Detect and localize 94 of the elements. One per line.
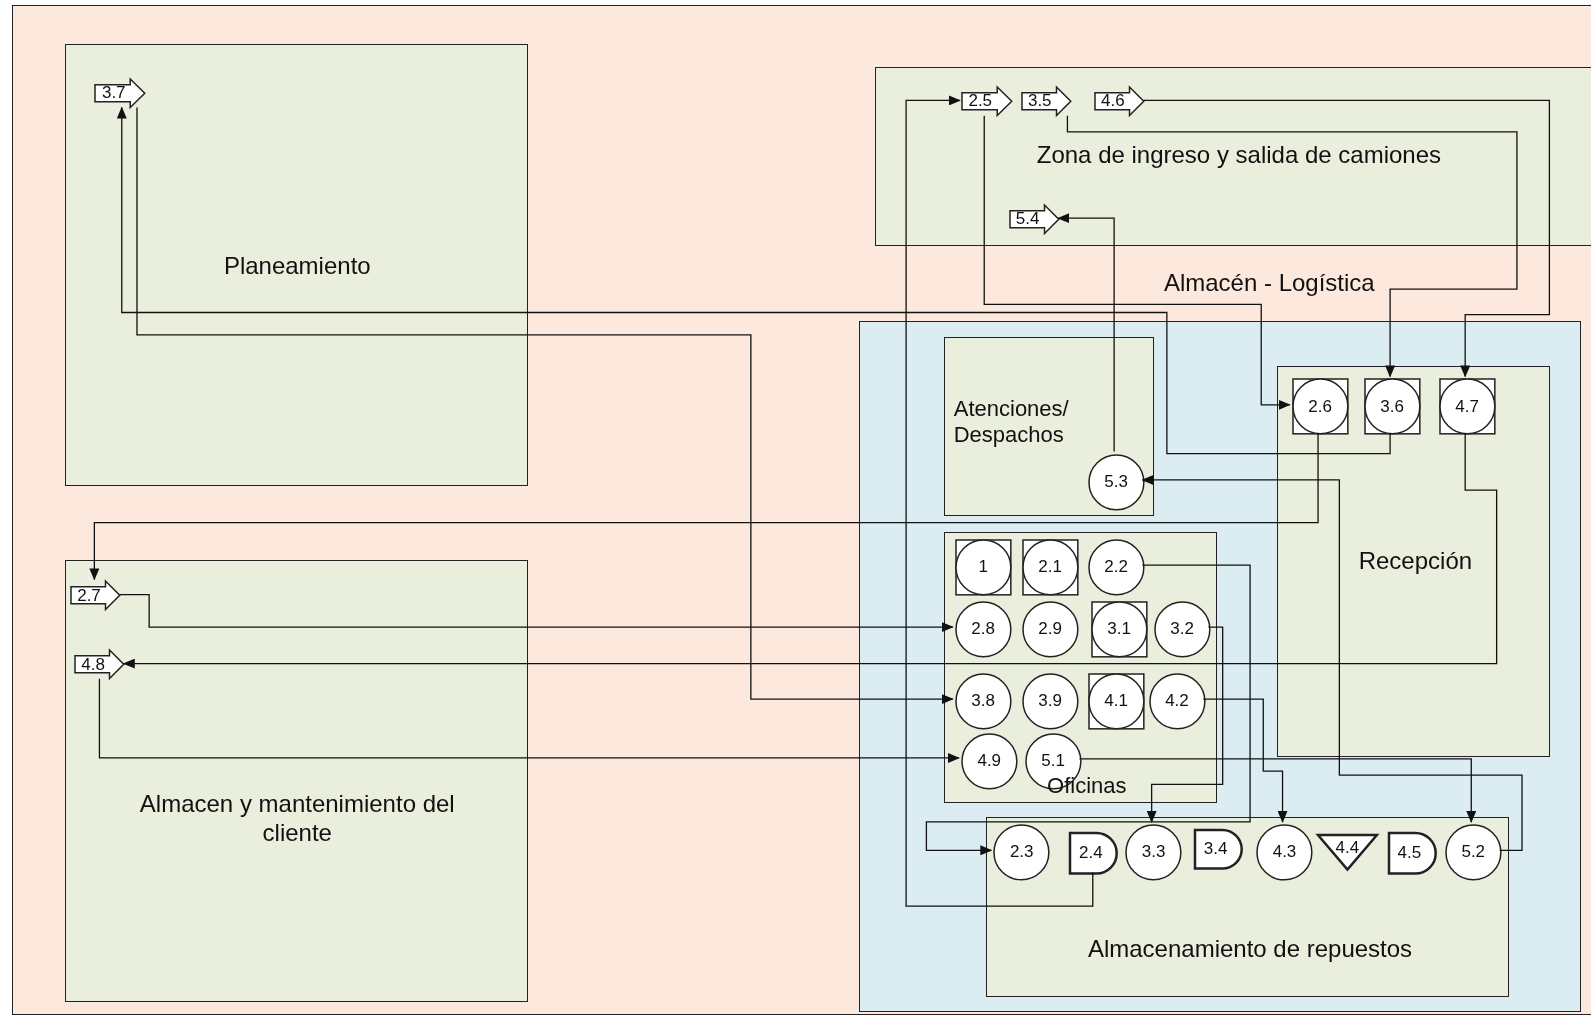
step-number: 5.3 xyxy=(1103,471,1129,492)
flow-arrow xyxy=(1066,115,1518,378)
area-label: Oficinas xyxy=(1047,773,1128,800)
delay-symbol xyxy=(1388,832,1437,875)
step-number: 4.3 xyxy=(1271,842,1298,863)
flow-arrow xyxy=(122,432,1498,669)
step-number: 3.2 xyxy=(1169,619,1195,640)
flow-arrow xyxy=(136,106,954,705)
step-number: 3.1 xyxy=(1106,619,1132,640)
step-number: 3.5 xyxy=(1026,91,1053,112)
step-number: 5.2 xyxy=(1460,842,1487,863)
operation-circle xyxy=(1087,538,1145,596)
step-number: 4.4 xyxy=(1334,837,1361,858)
step-number: 3.3 xyxy=(1140,842,1167,863)
area-box xyxy=(64,560,528,1003)
combined-activity-symbol xyxy=(1291,378,1349,436)
flow-arrow xyxy=(983,115,1291,410)
transport-symbol xyxy=(960,86,1013,117)
area-box xyxy=(986,816,1509,998)
step-number: 4.9 xyxy=(976,750,1003,771)
transport-symbol xyxy=(1020,86,1072,117)
step-number: 2.3 xyxy=(1008,842,1035,863)
area-label: Zona de ingreso y salida de camiones xyxy=(1035,141,1442,170)
operation-circle xyxy=(1444,823,1502,881)
operation-circle xyxy=(1021,600,1079,658)
operation-circle xyxy=(1125,823,1183,881)
step-number: 3.4 xyxy=(1202,839,1229,860)
transport-symbol xyxy=(74,649,125,680)
area-box xyxy=(64,43,528,486)
step-number: 3.9 xyxy=(1037,691,1063,712)
step-number: 1 xyxy=(977,557,989,578)
area-box xyxy=(943,531,1217,803)
flow-arrow xyxy=(1142,99,1551,378)
area-box xyxy=(874,66,1591,246)
combined-activity-symbol xyxy=(1363,378,1421,436)
step-number: 2.2 xyxy=(1103,557,1129,578)
step-number: 5.1 xyxy=(1040,750,1066,771)
flow-arrow xyxy=(925,564,1251,856)
transport-symbol xyxy=(1093,86,1145,117)
transport-symbol xyxy=(1008,203,1060,235)
step-number: 2.7 xyxy=(76,585,102,606)
flow-arrow xyxy=(1146,626,1224,823)
step-number: 4.5 xyxy=(1396,843,1423,864)
flow-arrow xyxy=(1141,474,1523,851)
step-number: 2.5 xyxy=(967,91,994,112)
step-number: 2.8 xyxy=(970,619,996,640)
step-number: 2.9 xyxy=(1037,619,1063,640)
combined-activity-symbol xyxy=(1087,672,1145,730)
delay-symbol xyxy=(1069,832,1119,875)
area-box xyxy=(943,336,1154,517)
step-number: 3.7 xyxy=(100,83,127,104)
step-number: 2.1 xyxy=(1037,557,1063,578)
area-box xyxy=(1277,366,1551,757)
step-number: 3.8 xyxy=(970,691,996,712)
operation-circle xyxy=(960,732,1018,790)
step-number: 4.2 xyxy=(1164,691,1190,712)
area-label: Atenciones/ Despachos xyxy=(953,395,1070,449)
flow-arrow xyxy=(1202,698,1288,823)
operation-circle xyxy=(1087,453,1145,511)
area-label: Recepción xyxy=(1357,546,1474,576)
flow-arrow xyxy=(119,593,954,633)
combined-activity-symbol xyxy=(1438,378,1496,436)
step-number: 4.1 xyxy=(1103,691,1129,712)
operation-circle xyxy=(993,823,1051,881)
operation-circle xyxy=(954,600,1012,658)
area-label: Planeamiento xyxy=(222,251,372,281)
storage-triangle xyxy=(1317,834,1378,871)
operation-circle xyxy=(1021,672,1079,730)
step-number: 5.4 xyxy=(1014,209,1041,230)
flow-arrow xyxy=(98,678,960,763)
operation-circle xyxy=(1256,823,1313,881)
transport-symbol xyxy=(70,580,121,611)
area-label: Almacén - Logística xyxy=(1162,268,1376,298)
operation-circle xyxy=(1153,600,1211,658)
step-number: 4.6 xyxy=(1100,91,1126,112)
operation-circle xyxy=(954,672,1012,730)
flow-arrow xyxy=(89,432,1319,581)
step-number: 2.6 xyxy=(1307,396,1333,417)
step-number: 4.8 xyxy=(80,654,106,675)
combined-activity-symbol xyxy=(1090,600,1148,658)
transport-symbol xyxy=(94,78,147,109)
flow-arrow xyxy=(1057,213,1115,453)
combined-activity-symbol xyxy=(954,538,1012,596)
combined-activity-symbol xyxy=(1021,538,1079,596)
flow-arrow xyxy=(905,95,1094,907)
area-label: Almacen y mantenimiento del cliente xyxy=(138,790,456,848)
flow-arrow xyxy=(116,106,1391,455)
flow-arrow xyxy=(1078,758,1477,823)
step-number: 3.6 xyxy=(1379,396,1405,417)
operation-circle xyxy=(1148,672,1206,730)
area-label: Almacenamiento de repuestos xyxy=(1086,935,1414,965)
delay-symbol xyxy=(1194,828,1243,870)
step-number: 2.4 xyxy=(1077,843,1104,864)
step-number: 4.7 xyxy=(1454,396,1480,417)
